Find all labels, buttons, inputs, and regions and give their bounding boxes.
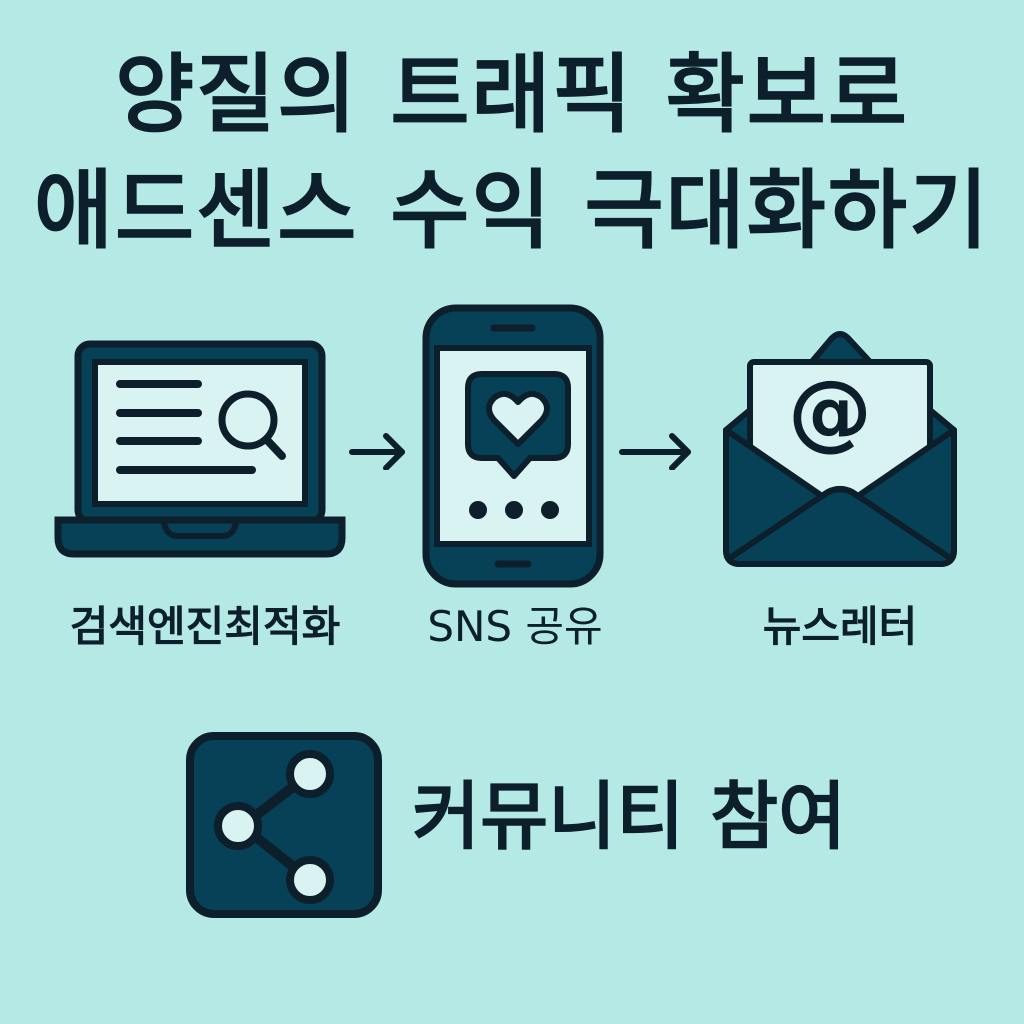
arrow-right-icon bbox=[619, 433, 691, 470]
arrow-right-icon bbox=[349, 433, 405, 470]
flow-label-newsletter: 뉴스레터 bbox=[762, 602, 918, 651]
laptop-search-icon bbox=[54, 340, 346, 558]
flow-label-seo: 검색엔진최적화 bbox=[69, 602, 341, 651]
envelope-at-icon: @ bbox=[723, 331, 957, 567]
smartphone-heart-icon bbox=[422, 304, 604, 588]
title-line-1: 양질의 트래픽 확보로 bbox=[115, 45, 909, 145]
share-nodes-icon bbox=[186, 732, 382, 918]
svg-text:@: @ bbox=[788, 362, 872, 460]
community-label: 커뮤니티 참여 bbox=[412, 774, 847, 860]
flow-label-sns: SNS 공유 bbox=[427, 602, 603, 651]
title-line-2: 애드센스 수익 극대화하기 bbox=[33, 161, 991, 261]
